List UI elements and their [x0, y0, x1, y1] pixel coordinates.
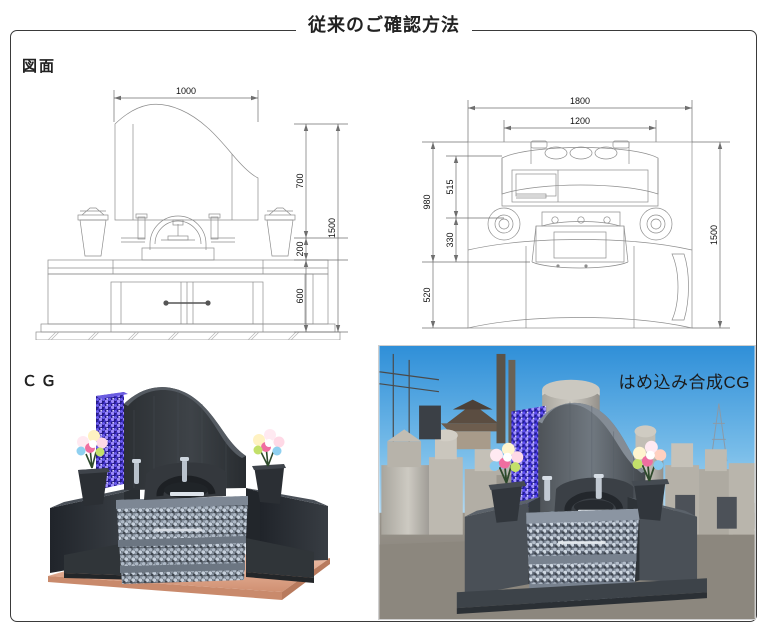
dim-text-width-1000: 1000 [176, 86, 196, 96]
dim-text-depth-1500: 1500 [709, 225, 719, 245]
dim-text-width-1800: 1800 [570, 96, 590, 106]
photo-wooden-sign [496, 353, 516, 444]
dim-text-depth-330: 330 [445, 232, 455, 247]
cg-vase-left [78, 468, 110, 506]
photo-cg-candles [542, 474, 604, 501]
cg-blue-panel [96, 392, 128, 490]
plan-ovals [544, 146, 618, 160]
candle-posts [121, 213, 235, 243]
monument-upright [114, 103, 259, 221]
cg-cabinet-handle [154, 527, 202, 533]
flower-vase-right [264, 207, 296, 257]
bottom-step [40, 323, 336, 333]
cg-vase-right [252, 464, 286, 504]
dim-text-depth-515: 515 [445, 179, 455, 194]
photo-cg-handle [558, 539, 606, 546]
plan-surround [467, 239, 693, 329]
photo-cg-base-slab [456, 578, 707, 615]
plan-side-piece [671, 253, 689, 321]
photo-cg-flowers-left [489, 442, 524, 484]
dim-text-height-700: 700 [295, 173, 305, 188]
photo-cg-vase-right [631, 479, 670, 521]
section-label-cg: ＣＧ [22, 373, 61, 390]
plan-outer-boundary [467, 141, 693, 329]
photo-composite-image [378, 345, 756, 620]
plan-upright-stone [501, 147, 659, 207]
dim-width-1000 [113, 90, 259, 122]
dim-stack-right [294, 123, 348, 333]
photo-cg-vase-left [488, 481, 527, 523]
photo-utility-poles [379, 353, 440, 456]
censer-arch [141, 215, 215, 261]
ground-base [35, 331, 341, 340]
plan-vase-right [639, 207, 673, 241]
cg-center-speckle [116, 496, 248, 584]
plan-vase-left [487, 207, 521, 241]
plan-censer-band [541, 211, 621, 227]
lower-body [47, 273, 329, 325]
section-label-drawing: 図面 [22, 58, 57, 75]
drawing-plan-view: 1800 1200 980 515 330 520 1500 [400, 86, 752, 340]
dim-text-height-600: 600 [295, 288, 305, 303]
plan-top-plates [530, 140, 630, 164]
flower-vase-left [77, 207, 109, 257]
cg-render-image [30, 380, 370, 615]
dim-text-height-1500: 1500 [327, 218, 337, 238]
cg-flowers-right [253, 429, 285, 467]
drawing-front-elevation: 1000 700 200 600 1500 [18, 78, 358, 340]
dim-width-1800 [467, 100, 693, 142]
cg-right-step [246, 538, 314, 583]
upper-slab [47, 259, 329, 275]
cg-flowers-left [76, 430, 108, 469]
section-label-photo-composite: はめ込み合成CG [618, 373, 750, 392]
dim-text-depth-520: 520 [422, 287, 432, 302]
cg-candle-posts [132, 457, 189, 484]
dim-text-width-1200: 1200 [570, 116, 590, 126]
plan-center-block [531, 225, 629, 269]
photo-transmission-tower [710, 403, 728, 462]
dim-stack-left [422, 141, 530, 329]
dim-text-height-200: 200 [295, 241, 305, 256]
photo-temple [440, 399, 505, 450]
photo-cg-flowers-right [632, 440, 667, 482]
dim-depth-1500 [692, 141, 730, 329]
dim-width-1200 [503, 120, 657, 142]
dim-text-depth-980: 980 [422, 194, 432, 209]
